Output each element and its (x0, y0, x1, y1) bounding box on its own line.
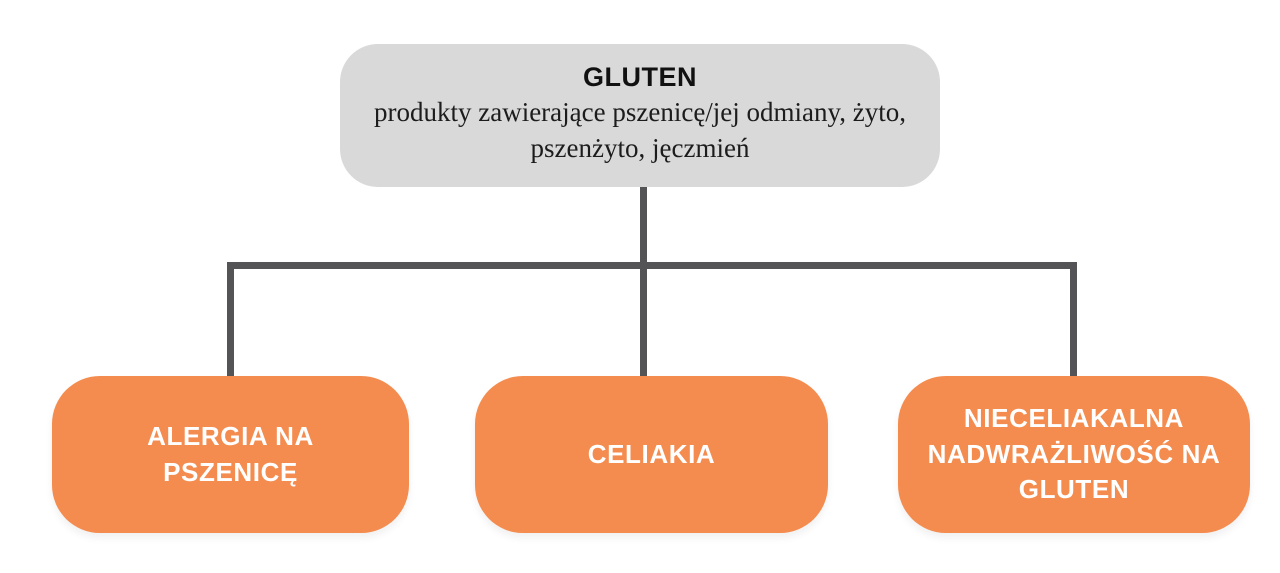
root-node-gluten: GLUTEN produkty zawierające pszenicę/jej… (340, 44, 940, 187)
child-node-label: NIECELIAKALNA NADWRAŻLIWOŚĆ NA GLUTEN (927, 402, 1221, 505)
connector-branch-to-niecel (1070, 262, 1077, 377)
child-node-celiakia: CELIAKIA (475, 376, 828, 533)
child-node-label: ALERGIA NA PSZENICĘ (147, 420, 314, 487)
root-node-title: GLUTEN (583, 61, 697, 92)
root-node-subtitle: produkty zawierające pszenicę/jej odmian… (373, 97, 907, 163)
child-node-label: CELIAKIA (587, 438, 716, 469)
connector-branch-to-alergia (227, 262, 234, 377)
child-node-nieceliakalna-nadwrazliwosc: NIECELIAKALNA NADWRAŻLIWOŚĆ NA GLUTEN (898, 376, 1250, 533)
connector-horizontal-branch (227, 262, 1077, 269)
child-node-alergia-na-pszenice: ALERGIA NA PSZENICĘ (52, 376, 409, 533)
connector-root-to-branch (640, 185, 647, 377)
